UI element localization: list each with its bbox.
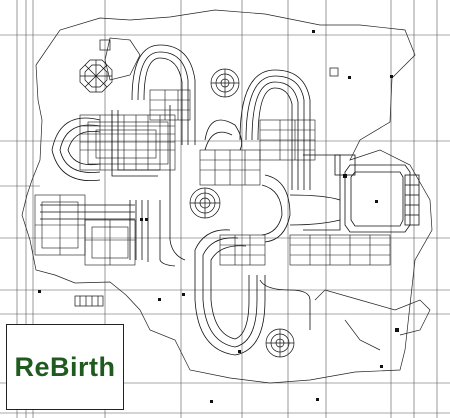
dense-structures	[34, 89, 391, 266]
right-hall	[334, 154, 420, 233]
small-markers	[38, 30, 399, 403]
logo-text: ReBirth	[14, 351, 116, 382]
logo-box: ReBirth	[6, 324, 124, 410]
terrain-outline	[21, 9, 433, 384]
staircase-icon	[74, 59, 295, 358]
